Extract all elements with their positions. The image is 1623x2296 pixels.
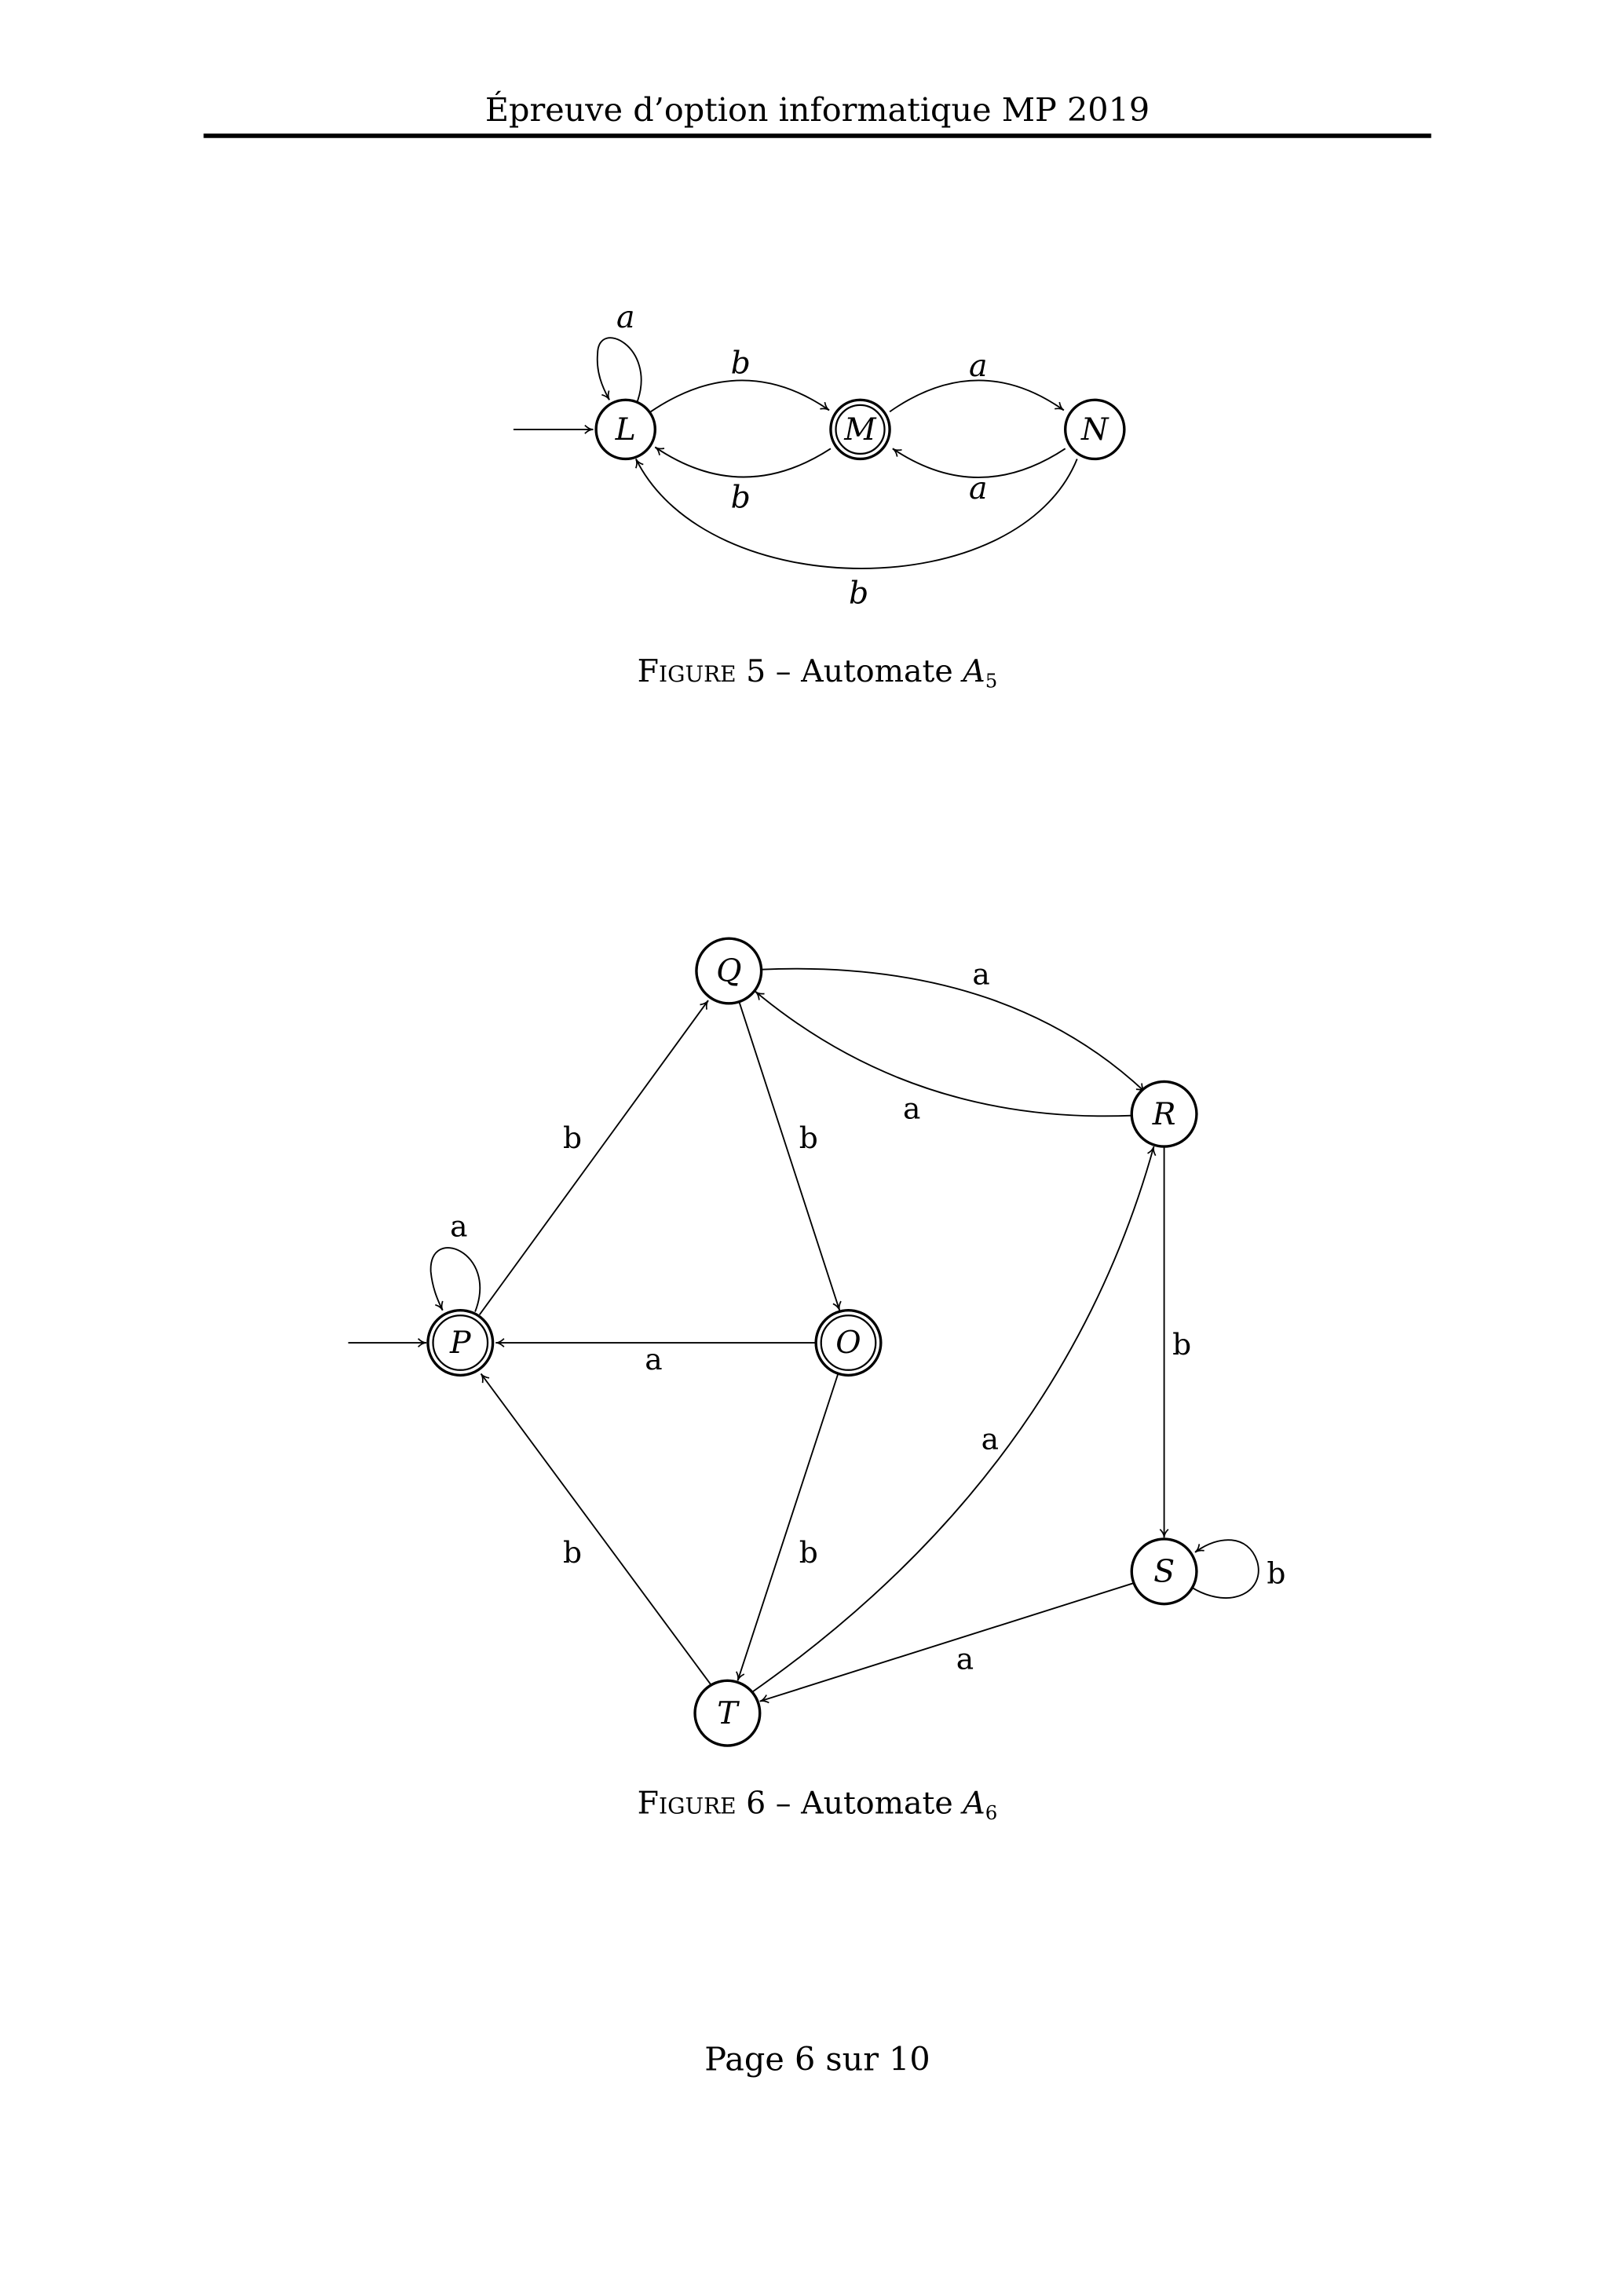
edge-label: a	[969, 470, 988, 506]
state-O: O	[814, 1309, 883, 1377]
edge-label: a	[616, 299, 635, 335]
state-T: T	[693, 1679, 762, 1747]
edge-label: a	[956, 1641, 974, 1676]
state-N: N	[1064, 398, 1126, 461]
edge-L-M	[650, 379, 830, 413]
state-label: R	[1152, 1096, 1176, 1132]
state-label: L	[615, 411, 636, 448]
state-P: P	[426, 1309, 495, 1377]
edge-L-L	[596, 337, 642, 402]
state-Q: Q	[695, 937, 763, 1005]
state-S: S	[1130, 1537, 1198, 1606]
figure-6-caption: Figure 6 – Automate A6	[638, 1785, 998, 1824]
edge-label: b	[731, 345, 751, 381]
page-number: Page 6 sur 10	[704, 2040, 930, 2078]
automaton-a5: a b a b a b L M N	[513, 299, 1126, 612]
edge-T-P	[480, 1373, 712, 1686]
edge-M-N	[889, 379, 1065, 413]
edge-O-T	[736, 1373, 839, 1681]
page-header-title: Épreuve d’option informatique MP 2019	[485, 90, 1150, 129]
state-label: P	[449, 1325, 472, 1361]
edge-N-M	[892, 448, 1066, 478]
edge-label: a	[903, 1091, 920, 1125]
automaton-a6: a a b b a a b a b b b a Q R P O	[348, 937, 1285, 1747]
state-label: T	[717, 1695, 740, 1731]
state-label: M	[843, 411, 877, 448]
edge-R-Q	[755, 991, 1132, 1117]
edge-label: a	[969, 348, 988, 384]
edge-P-P	[430, 1247, 481, 1312]
edge-label: a	[450, 1209, 467, 1244]
edge-Q-O	[738, 1001, 842, 1311]
edge-label: a	[981, 1421, 999, 1456]
state-label: Q	[716, 953, 741, 989]
state-label: O	[835, 1325, 861, 1361]
state-L: L	[594, 398, 657, 461]
edge-Q-R	[761, 967, 1146, 1093]
edge-S-T	[759, 1582, 1134, 1704]
edge-label: b	[563, 1535, 582, 1570]
state-R: R	[1130, 1080, 1198, 1148]
state-M: M	[829, 398, 891, 461]
figure-5-caption: Figure 5 – Automate A5	[638, 653, 998, 693]
edge-label: b	[731, 479, 751, 515]
edge-label: b	[799, 1535, 818, 1570]
state-label: N	[1080, 411, 1109, 448]
state-label: S	[1153, 1553, 1175, 1589]
edge-P-Q	[478, 1000, 709, 1315]
edge-M-L	[654, 446, 832, 478]
edge-S-S	[1191, 1539, 1259, 1599]
edge-label: b	[563, 1121, 582, 1155]
edge-label: b	[1267, 1556, 1285, 1590]
edge-label: a	[972, 956, 989, 991]
edge-label: b	[799, 1121, 818, 1155]
edge-label: b	[849, 576, 868, 612]
edge-T-R	[749, 1146, 1157, 1695]
edge-label: b	[1172, 1327, 1191, 1362]
edge-label: a	[645, 1342, 662, 1377]
edge-N-L	[635, 459, 1078, 569]
